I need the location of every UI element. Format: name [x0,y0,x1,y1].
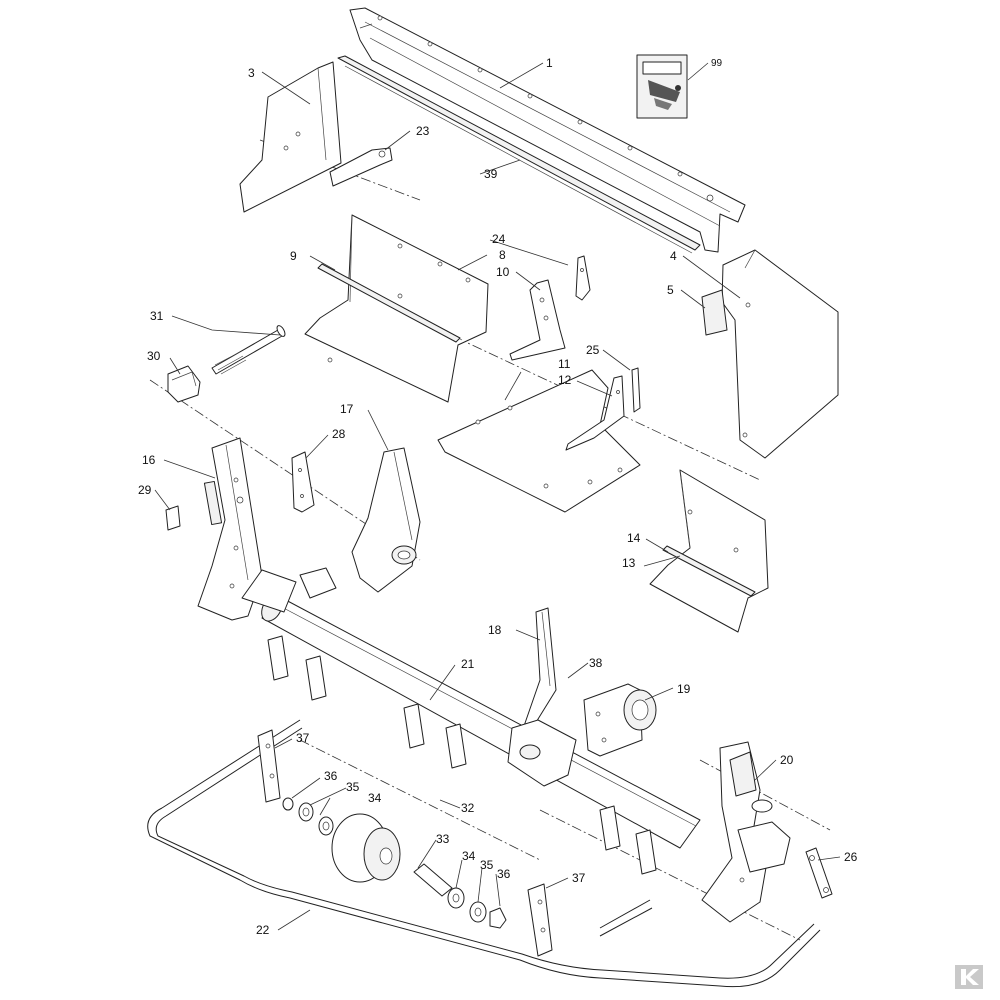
parts-kit-bag-icon [636,54,688,119]
callout-10: 10 [496,265,510,279]
callout-14: 14 [627,531,641,545]
part-14-strip [662,545,756,597]
callout-20: 20 [780,753,794,767]
callout-24: 24 [492,232,506,246]
brand-logo-icon [955,965,983,989]
part-18-plate [523,607,557,733]
callout-36-left: 36 [324,769,338,783]
part-3-side-panel [239,61,342,213]
part-5-plate [701,289,728,336]
part-24-strip [575,255,591,301]
callout-11: 11 [558,357,571,371]
part-29-block [165,505,181,531]
part-34-bearing-right [447,887,465,909]
part-31-bolt [211,325,286,375]
callout-38: 38 [589,656,603,670]
part-19-bearing-housing [583,683,657,757]
part-1-top-channel [349,7,746,253]
callout-18: 18 [488,623,502,637]
part-36-nut-right [489,907,507,929]
part-12-bracket [565,375,625,451]
callout-25: 25 [586,343,600,357]
part-37-bracket-left [257,729,281,803]
callout-34-right: 34 [462,849,476,863]
callout-3: 3 [248,66,255,80]
callout-23: 23 [416,124,430,138]
callout-12: 12 [558,373,572,387]
callout-26: 26 [844,850,858,864]
part-33-axle [413,863,453,897]
part-34-bearing-left [318,816,334,836]
callout-1: 1 [546,56,553,70]
part-16-frame-plate [197,437,263,621]
part-25-strip [631,367,641,413]
callout-8: 8 [499,248,506,262]
part-10-bracket [509,279,566,361]
callout-17: 17 [340,402,354,416]
callout-29: 29 [138,483,152,497]
part-21-roller-tube [241,567,701,849]
callout-labels: 1 3 4 5 8 9 10 11 12 13 14 16 17 18 19 2… [138,56,858,937]
part-20-end-bracket [701,741,791,923]
leader-lines [154,62,841,931]
callout-19: 19 [677,682,691,696]
part-28-plate [291,451,315,513]
callout-5: 5 [667,283,674,297]
callout-37-left: 37 [296,731,310,745]
callout-39: 39 [484,167,498,181]
callout-13: 13 [622,556,636,570]
callout-33: 33 [436,832,450,846]
roller-tines [267,635,657,875]
part-35-washer-left [298,802,314,822]
part-39-strip [337,55,701,254]
part-4-side-panel [721,249,839,459]
callout-9: 9 [290,249,297,263]
callout-31: 31 [150,309,164,323]
roller-wheel [331,813,401,883]
callout-34-left: 34 [368,791,382,805]
callout-4: 4 [670,249,677,263]
part-1-slots [377,15,714,202]
part-38-plate [507,719,577,787]
part-30-block [167,365,201,403]
callout-37-right: 37 [572,871,586,885]
callout-99: 99 [711,58,723,69]
callout-36-right: 36 [497,867,511,881]
part-35-washer-right [469,901,487,923]
part-22-frame-loop [147,719,821,988]
callout-35-right: 35 [480,858,494,872]
part-36-bushing-left [282,797,294,811]
callout-35-left: 35 [346,780,360,794]
callout-16: 16 [142,453,156,467]
callout-28: 28 [332,427,346,441]
callout-32: 32 [461,801,475,815]
part-11-floor-plate [437,369,641,513]
part-17-bearing-plate [351,447,421,593]
callout-30: 30 [147,349,161,363]
callout-21: 21 [461,657,475,671]
part-26-link [805,847,833,899]
callout-22: 22 [256,923,270,937]
part-9-strip [317,263,461,343]
part-37-bracket-right [527,883,553,957]
part-23-bracket [329,147,393,187]
